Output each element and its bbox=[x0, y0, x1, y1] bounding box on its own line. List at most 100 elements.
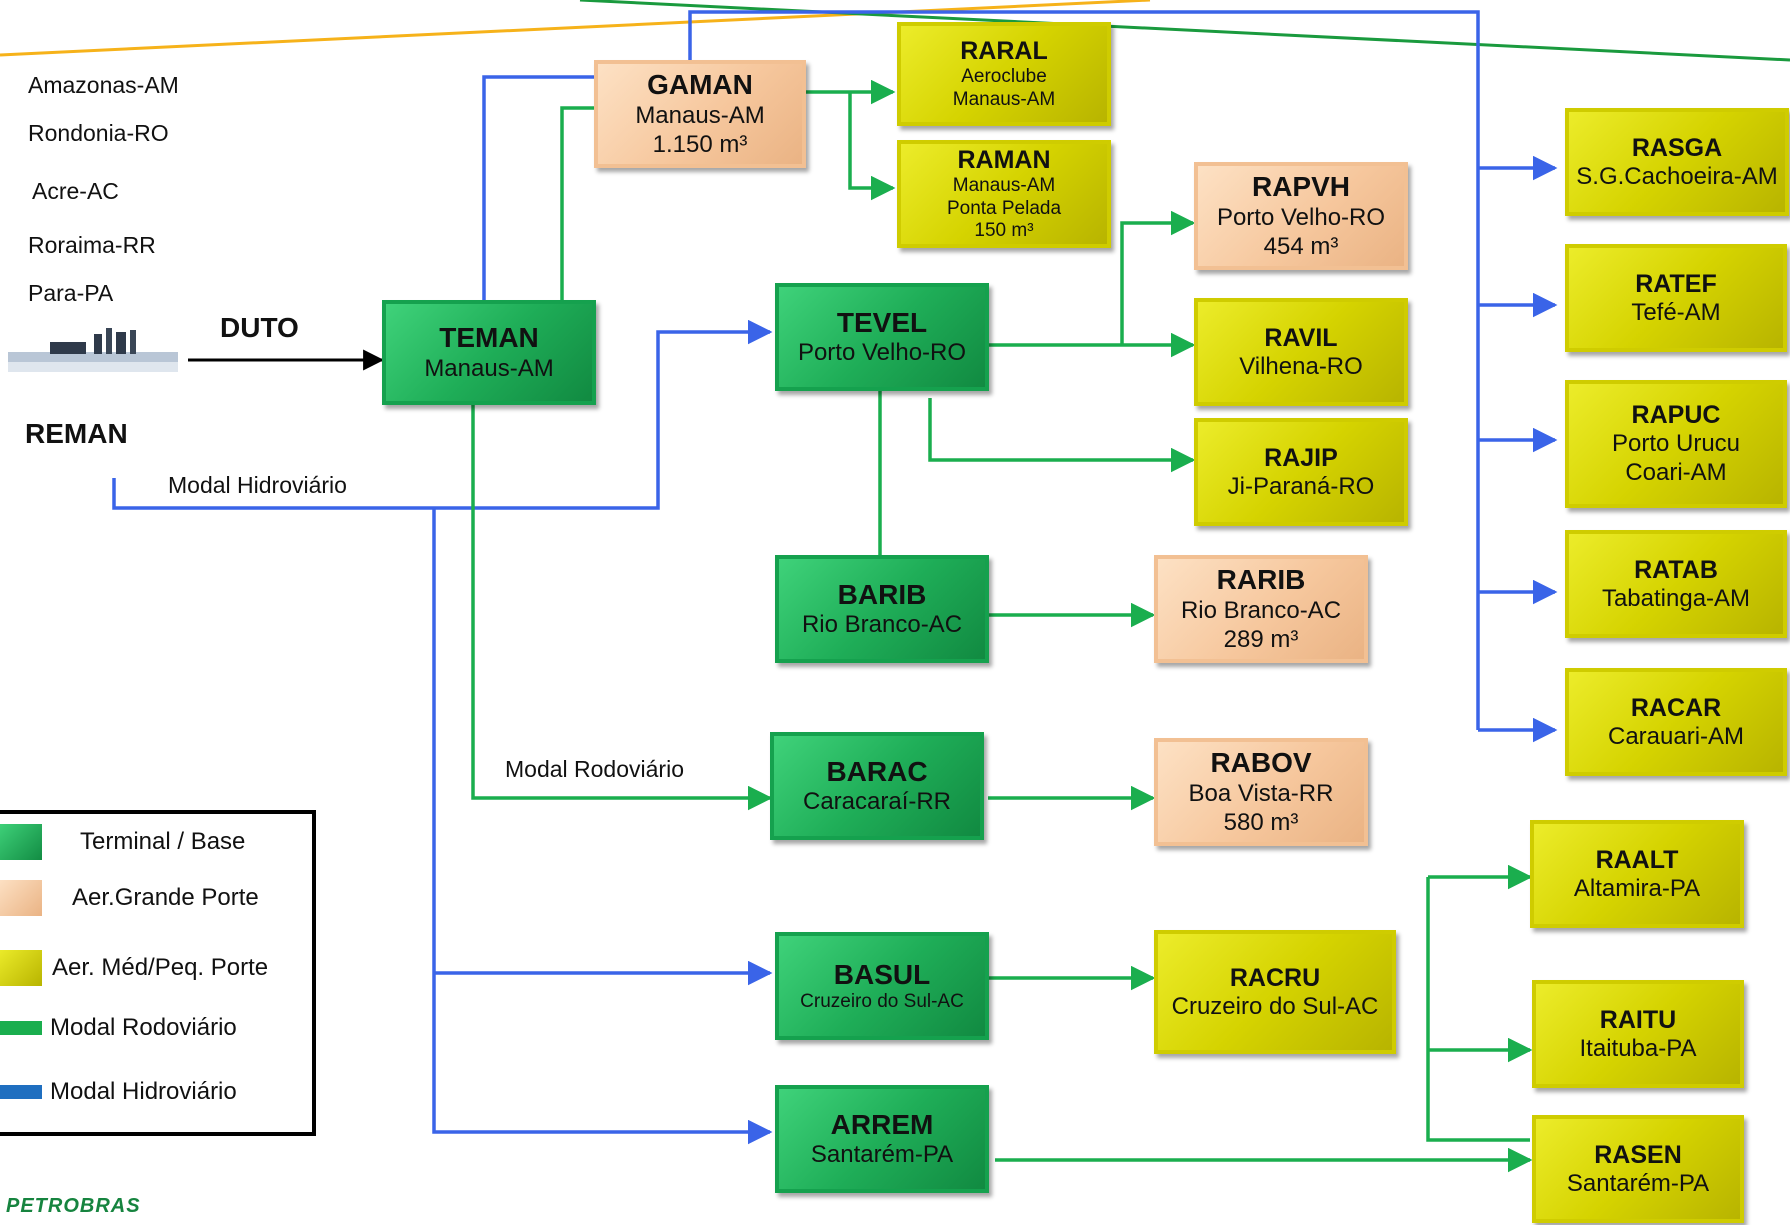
node-code: RAJIP bbox=[1264, 443, 1338, 472]
node-ravil: RAVIL Vilhena-RO bbox=[1194, 298, 1408, 406]
node-line: Carauari-AM bbox=[1607, 722, 1745, 750]
node-line: Manaus-AM bbox=[952, 89, 1056, 110]
state-label-pa: Para-PA bbox=[28, 280, 114, 306]
reman-label: REMAN bbox=[25, 418, 128, 449]
node-line: Santarém-PA bbox=[1566, 1169, 1710, 1197]
node-code: RAALT bbox=[1595, 845, 1679, 874]
legend-item-hidroviario: Modal Hidroviário bbox=[0, 1078, 237, 1106]
node-code: RABOV bbox=[1210, 747, 1312, 779]
node-line: Caracaraí-RR bbox=[802, 788, 952, 816]
state-label-ro: Rondonia-RO bbox=[28, 120, 169, 146]
node-line: Ji-Paraná-RO bbox=[1227, 472, 1375, 500]
node-line: Altamira-PA bbox=[1573, 874, 1701, 902]
node-rasen: RASEN Santarém-PA bbox=[1532, 1115, 1744, 1223]
node-code: RATAB bbox=[1634, 555, 1718, 584]
node-line: 454 m³ bbox=[1263, 232, 1339, 260]
node-barib: BARIB Rio Branco-AC bbox=[775, 555, 989, 663]
legend: Terminal / Base Aer.Grande Porte Aer. Mé… bbox=[0, 810, 316, 1136]
petrobras-logo: PETROBRAS bbox=[6, 1195, 141, 1217]
node-arrem: ARREM Santarém-PA bbox=[775, 1085, 989, 1193]
node-line: Manaus-AM bbox=[424, 354, 554, 382]
node-line: Aeroclube bbox=[961, 66, 1047, 88]
node-line: Rio Branco-AC bbox=[1180, 597, 1342, 624]
node-teman: TEMAN Manaus-AM bbox=[382, 300, 596, 405]
node-rapvh: RAPVH Porto Velho-RO 454 m³ bbox=[1194, 162, 1408, 270]
node-line: Rio Branco-AC bbox=[801, 611, 963, 639]
node-rarib: RARIB Rio Branco-AC 289 m³ bbox=[1154, 555, 1368, 663]
node-line: Cruzeiro do Sul-AC bbox=[800, 991, 964, 1013]
node-line: Itaituba-PA bbox=[1579, 1034, 1697, 1062]
node-code: RARAL bbox=[960, 37, 1048, 66]
node-code: RACRU bbox=[1229, 963, 1321, 992]
node-code: RAMAN bbox=[957, 145, 1051, 174]
node-line: Manaus-AM bbox=[635, 102, 765, 129]
node-line: Vilhena-RO bbox=[1239, 352, 1363, 380]
node-ratef: RATEF Tefé-AM bbox=[1565, 244, 1787, 352]
legend-label: Aer.Grande Porte bbox=[72, 884, 259, 911]
node-line: Boa Vista-RR bbox=[1188, 780, 1334, 807]
state-label-rr: Roraima-RR bbox=[28, 232, 156, 258]
legend-swatch-small-airport bbox=[0, 950, 42, 986]
node-rabov: RABOV Boa Vista-RR 580 m³ bbox=[1154, 738, 1368, 846]
node-raral: RARAL Aeroclube Manaus-AM bbox=[897, 22, 1111, 126]
node-tevel: TEVEL Porto Velho-RO bbox=[775, 283, 989, 391]
node-code: BARIB bbox=[837, 578, 927, 610]
node-code: RAPUC bbox=[1631, 401, 1721, 430]
node-code: RAPVH bbox=[1251, 171, 1350, 203]
node-line: Porto Urucu bbox=[1611, 430, 1741, 458]
node-line: 289 m³ bbox=[1223, 625, 1299, 653]
node-line: Ponta Pelada bbox=[946, 197, 1062, 219]
duto-label: DUTO bbox=[220, 312, 299, 343]
node-raitu: RAITU Itaituba-PA bbox=[1532, 980, 1744, 1088]
node-line: Coari-AM bbox=[1625, 459, 1727, 486]
node-code: TEMAN bbox=[439, 322, 539, 354]
legend-swatch-hidroviario bbox=[0, 1085, 42, 1099]
node-line: Porto Velho-RO bbox=[797, 339, 967, 367]
node-code: RAVIL bbox=[1264, 323, 1338, 352]
modal-hidroviario-label: Modal Hidroviário bbox=[168, 472, 347, 498]
legend-swatch-terminal bbox=[0, 824, 42, 860]
node-barac: BARAC Caracaraí-RR bbox=[770, 732, 984, 840]
node-ratab: RATAB Tabatinga-AM bbox=[1565, 530, 1787, 638]
node-gaman: GAMAN Manaus-AM 1.150 m³ bbox=[594, 60, 806, 168]
node-line: S.G.Cachoeira-AM bbox=[1576, 162, 1778, 190]
legend-item-rodoviario: Modal Rodoviário bbox=[0, 1014, 237, 1042]
node-basul: BASUL Cruzeiro do Sul-AC bbox=[775, 932, 989, 1040]
state-label-ac: Acre-AC bbox=[32, 178, 119, 204]
node-line: Cruzeiro do Sul-AC bbox=[1171, 992, 1379, 1020]
node-rajip: RAJIP Ji-Paraná-RO bbox=[1194, 418, 1408, 526]
node-code: BARAC bbox=[826, 755, 928, 787]
node-rasga: RASGA S.G.Cachoeira-AM bbox=[1565, 108, 1789, 216]
node-line: 150 m³ bbox=[974, 220, 1034, 242]
node-code: RASGA bbox=[1631, 133, 1723, 162]
node-line: Tefé-AM bbox=[1631, 298, 1721, 326]
state-label-am: Amazonas-AM bbox=[28, 72, 179, 98]
node-line: Tabatinga-AM bbox=[1601, 584, 1751, 612]
node-line: Porto Velho-RO bbox=[1216, 204, 1386, 231]
node-racar: RACAR Carauari-AM bbox=[1565, 668, 1787, 776]
node-code: ARREM bbox=[830, 1108, 934, 1140]
legend-item-large-airport: Aer.Grande Porte bbox=[0, 880, 259, 916]
legend-swatch-rodoviario bbox=[0, 1021, 42, 1035]
node-code: RAITU bbox=[1599, 1005, 1677, 1034]
legend-item-terminal: Terminal / Base bbox=[0, 824, 245, 860]
node-raalt: RAALT Altamira-PA bbox=[1530, 820, 1744, 928]
legend-label: Modal Rodoviário bbox=[50, 1014, 237, 1041]
node-racru: RACRU Cruzeiro do Sul-AC bbox=[1154, 930, 1396, 1054]
legend-swatch-large-airport bbox=[0, 880, 42, 916]
node-raman: RAMAN Manaus-AM Ponta Pelada 150 m³ bbox=[897, 140, 1111, 248]
node-code: RASEN bbox=[1594, 1140, 1682, 1169]
node-line: 580 m³ bbox=[1223, 808, 1299, 836]
legend-item-small-airport: Aer. Méd/Peq. Porte bbox=[0, 950, 268, 986]
node-line: Manaus-AM bbox=[952, 174, 1056, 196]
node-line: 1.150 m³ bbox=[652, 130, 748, 158]
node-code: GAMAN bbox=[647, 69, 753, 101]
node-code: BASUL bbox=[833, 958, 931, 990]
node-code: RACAR bbox=[1630, 693, 1722, 722]
node-rapuc: RAPUC Porto Urucu Coari-AM bbox=[1565, 380, 1787, 508]
node-code: TEVEL bbox=[836, 306, 928, 338]
refinery-image bbox=[8, 328, 178, 372]
node-code: RARIB bbox=[1216, 564, 1306, 596]
legend-label: Terminal / Base bbox=[80, 828, 246, 855]
